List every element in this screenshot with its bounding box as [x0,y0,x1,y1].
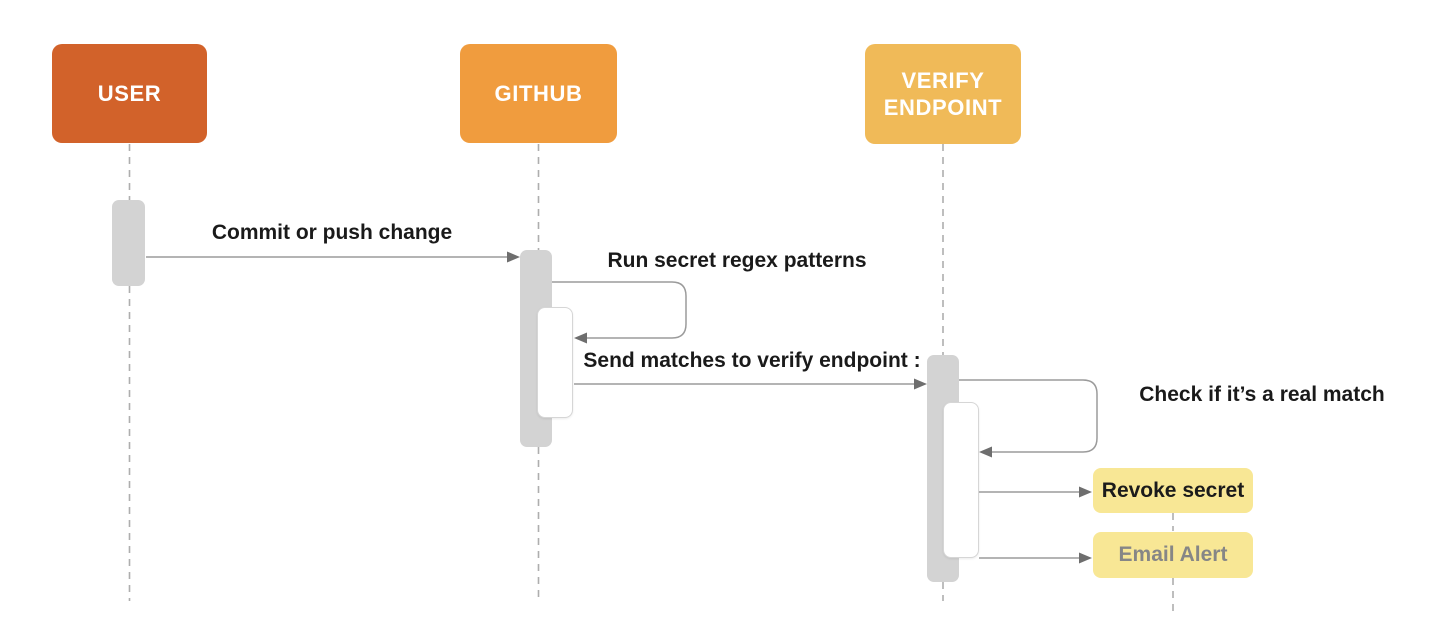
message-label-send-matches: Send matches to verify endpoint : [583,349,921,372]
note-revoke-secret-label: Revoke secret [1101,478,1245,502]
arrow-send-matches [574,378,927,390]
actor-user: USER [52,44,207,143]
arrow-email-alert [979,552,1092,564]
nested-activation-bar-github [537,307,573,418]
actor-user-label: USER [97,80,162,106]
nested-activation-bar-verify [943,402,979,558]
self-loop-run-regex [552,281,687,344]
self-loop-check-match [959,379,1098,458]
note-email-alert: Email Alert [1093,532,1253,578]
actor-github: GITHUB [460,44,617,143]
arrow-commit-or-push [146,251,520,263]
arrow-revoke-secret [979,486,1092,498]
note-revoke-secret: Revoke secret [1093,468,1253,513]
message-label-check-match: Check if it’s a real match [1139,383,1385,406]
note-email-alert-label: Email Alert [1118,543,1228,566]
message-label-run-regex: Run secret regex patterns [607,249,867,272]
message-label-commit-or-push: Commit or push change [211,221,453,244]
actor-verify-endpoint-label: VERIFY ENDPOINT [883,67,1003,121]
actor-verify-endpoint: VERIFY ENDPOINT [865,44,1021,144]
activation-bar-user [112,200,145,286]
actor-github-label: GITHUB [494,80,583,106]
